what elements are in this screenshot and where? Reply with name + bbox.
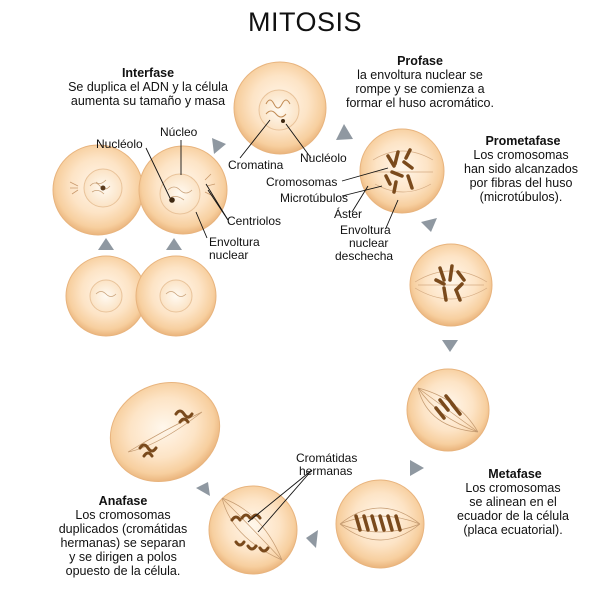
- label-envoltura-nuclear-2: nuclear: [209, 248, 249, 262]
- arrow-icon: [212, 138, 226, 154]
- anafase-desc-3: hermanas) se separan: [60, 536, 186, 550]
- cell-citocinesis: [65, 255, 217, 337]
- prometafase-desc-1: Los cromosomas: [473, 148, 569, 162]
- cycle-arrows: [98, 124, 458, 548]
- anafase-desc-2: duplicados (cromátidas: [58, 522, 188, 536]
- cell-telofase-early: [109, 381, 221, 483]
- arrow-icon: [166, 238, 182, 250]
- cell-profase: [233, 61, 327, 155]
- prometafase-title: Prometafase: [485, 134, 561, 148]
- anafase-title: Anafase: [98, 494, 148, 508]
- label-envoltura-deschecha-3: deschecha: [335, 249, 394, 263]
- interfase-desc-1: Se duplica el ADN y la célula: [68, 80, 228, 94]
- prometafase-desc-4: (microtúbulos).: [479, 190, 563, 204]
- cell-prometafase-2: [409, 243, 493, 327]
- label-cromosomas: Cromosomas: [266, 175, 338, 189]
- arrow-icon: [421, 218, 437, 232]
- label-centriolos: Centriolos: [227, 214, 282, 228]
- arrow-icon: [196, 482, 210, 496]
- label-aster: Áster: [334, 207, 363, 221]
- anafase-desc-4: y se dirigen a polos: [69, 550, 177, 564]
- anafase-desc-5: opuesto de la célula.: [65, 564, 181, 578]
- arrow-icon: [306, 530, 318, 548]
- leader-lines: [145, 119, 399, 533]
- arrow-icon: [98, 238, 114, 250]
- arrow-icon: [336, 124, 353, 140]
- label-nucleo: Núcleo: [160, 125, 198, 139]
- profase-title: Profase: [397, 54, 443, 68]
- label-envoltura-deschecha-2: nuclear: [349, 236, 389, 250]
- profase-desc-2: rompe y se comienza a: [355, 82, 485, 96]
- label-envoltura-deschecha-1: Envoltura: [340, 223, 391, 237]
- cell-prometafase: [359, 128, 445, 214]
- diagram-title: MITOSIS: [247, 7, 363, 37]
- cell-metafase-spindle: [406, 368, 490, 452]
- metafase-desc-2: se alinean en el: [469, 495, 557, 509]
- label-microtubulos: Microtúbulos: [280, 191, 349, 205]
- profase-desc-1: la envoltura nuclear se: [357, 68, 483, 82]
- label-cromatidas-hermanas-2: hermanas: [299, 464, 353, 478]
- label-envoltura-nuclear-1: Envoltura: [209, 235, 260, 249]
- label-cromatidas-hermanas-1: Cromátidas: [296, 451, 358, 465]
- metafase-desc-3: ecuador de la célula: [457, 509, 569, 523]
- label-cromatina: Cromatina: [228, 158, 284, 172]
- metafase-title: Metafase: [488, 467, 542, 481]
- arrow-icon: [410, 460, 424, 476]
- arrow-icon: [442, 340, 458, 352]
- profase-desc-3: formar el huso acromático.: [346, 96, 494, 110]
- label-nucleolo-left: Nucléolo: [96, 137, 143, 151]
- anafase-desc-1: Los cromosomas: [75, 508, 171, 522]
- metafase-desc-1: Los cromosomas: [465, 481, 561, 495]
- prometafase-desc-3: por fibras del huso: [469, 176, 573, 190]
- prometafase-desc-2: han sido alcanzados: [464, 162, 578, 176]
- label-nucleolo-right: Nucléolo: [300, 151, 347, 165]
- cell-anafase: [208, 485, 298, 575]
- metafase-desc-4: (placa ecuatorial).: [463, 523, 563, 537]
- cell-metafase: [335, 479, 425, 569]
- interfase-desc-2: aumenta su tamaño y masa: [70, 94, 226, 108]
- interfase-title: Interfase: [121, 66, 175, 80]
- cell-interfase-1: [52, 144, 144, 236]
- cell-interfase-2: [138, 145, 228, 235]
